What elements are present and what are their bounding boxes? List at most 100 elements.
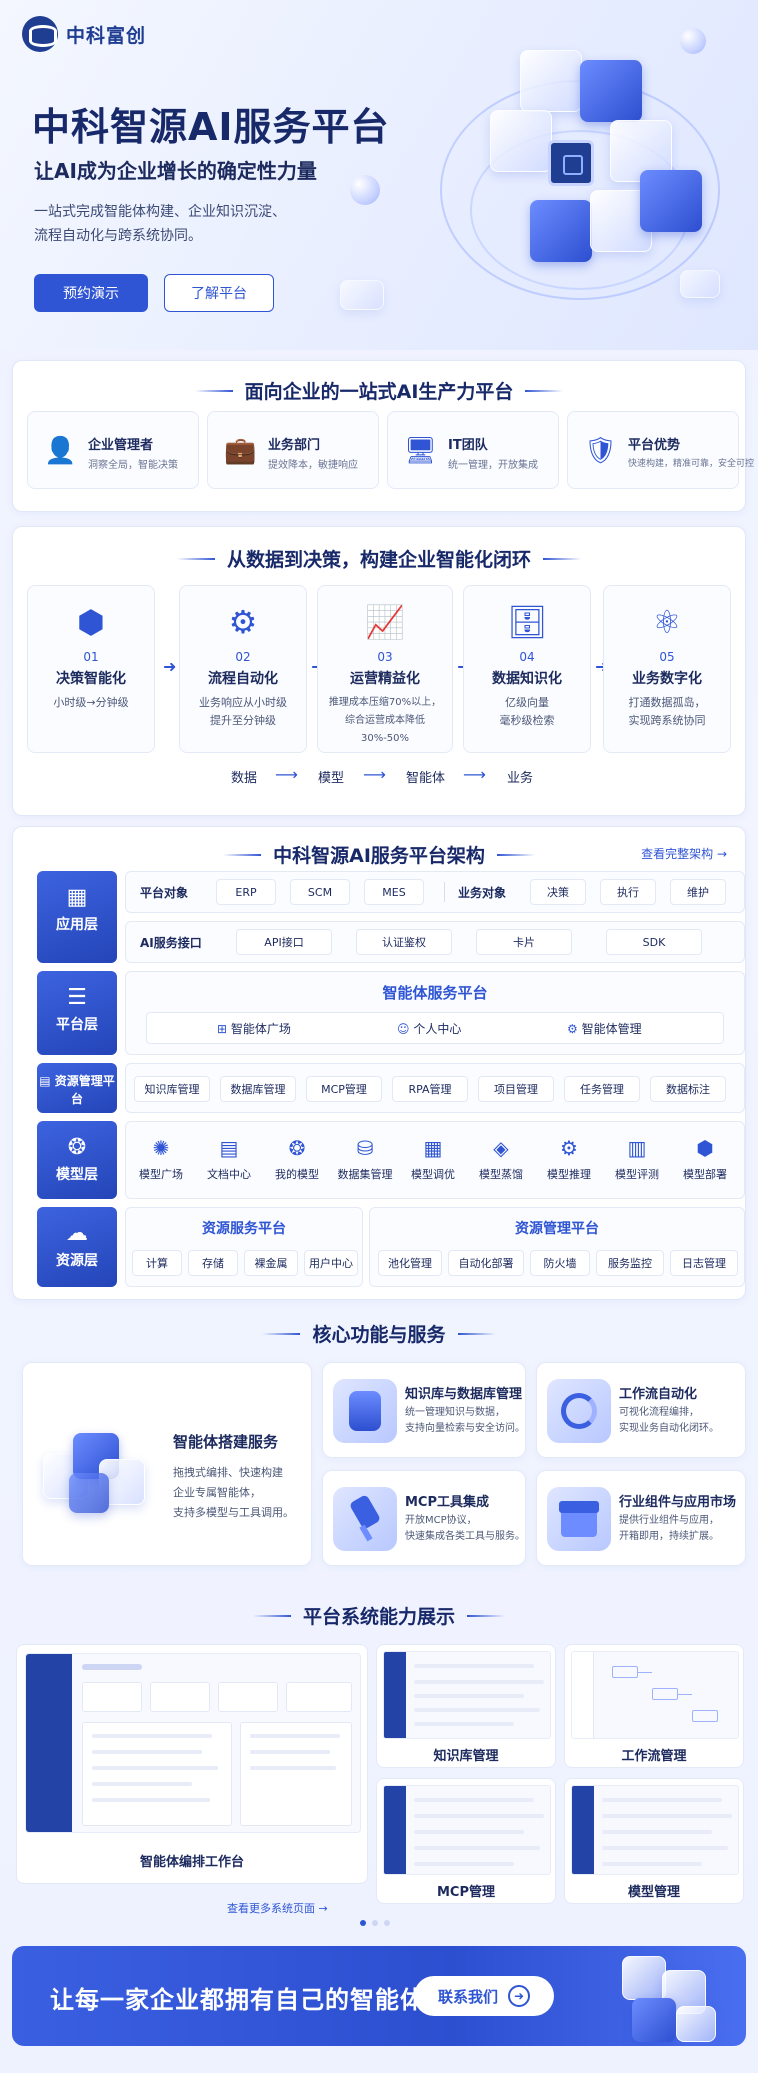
pill-mes[interactable]: MES <box>364 879 424 905</box>
pill-rpa-manage[interactable]: RPA管理 <box>392 1076 468 1102</box>
molecule-icon: ✺ <box>152 1136 170 1160</box>
contact-us-button[interactable]: 联系我们 ➜ <box>414 1976 554 2016</box>
pill-sdk[interactable]: SDK <box>606 929 702 955</box>
feature-card-market[interactable]: 行业组件与应用市场 提供行业组件与应用，开箱即用，持续扩展。 <box>536 1470 746 1566</box>
agent-square-item[interactable]: ⊞ 智能体广场 <box>217 1022 291 1036</box>
user-manager-icon: 👤 <box>44 436 77 466</box>
screenshot-knowledge-base[interactable]: 知识库管理 <box>376 1644 556 1768</box>
database-search-icon: 🗄 <box>507 603 548 641</box>
pill-api[interactable]: API接口 <box>236 929 332 955</box>
screenshot-mcp[interactable]: MCP管理 <box>376 1778 556 1904</box>
step-card-5[interactable]: ⚛ 05 业务数字化 打通数据孤岛，实现跨系统协同 <box>603 585 731 753</box>
feature-card-knowledge-db[interactable]: 知识库与数据库管理 统一管理知识与数据，支持向量检索与安全访问。 <box>322 1362 526 1458</box>
carousel-dot[interactable] <box>372 1920 378 1926</box>
resource-mgmt-layer-body: 知识库管理 数据库管理 MCP管理 RPA管理 项目管理 任务管理 数据标注 <box>125 1063 745 1113</box>
model-item-dataset[interactable]: ⛁数据集管理 <box>332 1136 398 1182</box>
carousel-dots <box>360 1920 390 1926</box>
model-item-infer[interactable]: ⚙模型推理 <box>536 1136 602 1182</box>
feature-title: 智能体搭建服务 <box>173 1433 279 1451</box>
pill-execute[interactable]: 执行 <box>600 879 656 905</box>
pill-user-center[interactable]: 用户中心 <box>304 1250 358 1276</box>
pill-auth[interactable]: 认证鉴权 <box>356 929 452 955</box>
hero-section: 中科富创 中科智源AI服务平台 让AI成为企业增长的确定性力量 一站式完成智能体… <box>0 0 758 350</box>
brand-logo[interactable]: 中科富创 <box>22 16 146 52</box>
pill-bare-metal[interactable]: 裸金属 <box>244 1250 298 1276</box>
step-card-2[interactable]: ⚙ 02 流程自动化 业务响应从小时级提升至分钟级 <box>179 585 307 753</box>
screenshot-workflow[interactable]: 工作流管理 <box>564 1644 744 1768</box>
pill-card[interactable]: 卡片 <box>476 929 572 955</box>
pill-firewall[interactable]: 防火墙 <box>530 1250 590 1276</box>
brain-icon: ❂ <box>67 1135 87 1160</box>
pill-scm[interactable]: SCM <box>290 879 350 905</box>
shield-check-icon: 🛡 <box>584 436 618 466</box>
model-item-tune[interactable]: ▦模型调优 <box>400 1136 466 1182</box>
pill-erp[interactable]: ERP <box>216 879 276 905</box>
arrow-right-icon: → <box>318 1902 328 1915</box>
feature-title: 行业组件与应用市场 <box>619 1495 737 1510</box>
feature-card-agent-build[interactable]: 智能体搭建服务 拖拽式编排、快速构建企业专属智能体，支持多模型与工具调用。 <box>22 1362 312 1566</box>
step-card-1[interactable]: ⬢ 01 决策智能化 小时级→分钟级 <box>27 585 155 753</box>
agent-manage-item[interactable]: ⚙ 智能体管理 <box>567 1022 642 1036</box>
pill-kb-manage[interactable]: 知识库管理 <box>134 1076 210 1102</box>
pill-mcp-manage[interactable]: MCP管理 <box>306 1076 382 1102</box>
section-system-showcase: 平台系统能力展示 智能体编排工作台 <box>12 1602 746 1932</box>
section-title: 面向企业的一站式AI生产力平台 <box>13 377 745 404</box>
model-item-deploy[interactable]: ⬢模型部署 <box>672 1136 738 1182</box>
network-icon: ⚛ <box>652 603 682 641</box>
more-pages-link[interactable]: 查看更多系统页面 → <box>227 1902 328 1915</box>
role-card-manager[interactable]: 👤 企业管理者 洞察全局，智能决策 <box>27 411 199 489</box>
view-full-architecture-link[interactable]: 查看完整架构 → <box>641 847 727 861</box>
pill-data-label[interactable]: 数据标注 <box>650 1076 726 1102</box>
workflow-cycle-icon <box>547 1379 611 1443</box>
pill-monitor[interactable]: 服务监控 <box>596 1250 664 1276</box>
pill-storage[interactable]: 存储 <box>188 1250 238 1276</box>
pill-db-manage[interactable]: 数据库管理 <box>220 1076 296 1102</box>
screenshot-caption: 模型管理 <box>627 1885 680 1900</box>
database-icon: ▤ <box>39 1074 51 1088</box>
pill-decision[interactable]: 决策 <box>530 879 586 905</box>
pill-auto-deploy[interactable]: 自动化部署 <box>448 1250 524 1276</box>
screenshot-agent-workbench[interactable]: 智能体编排工作台 <box>16 1644 368 1884</box>
model-item-square[interactable]: ✺模型广场 <box>128 1136 194 1182</box>
step-card-4[interactable]: 🗄 04 数据知识化 亿级向量毫秒级检索 <box>463 585 591 753</box>
store-icon <box>547 1487 611 1551</box>
model-item-mine[interactable]: ❂我的模型 <box>264 1136 330 1182</box>
hero-cube-illustration <box>340 20 730 320</box>
pill-maintain[interactable]: 维护 <box>670 879 726 905</box>
role-card-advantage[interactable]: 🛡 平台优势 快速构建，精准可靠，安全可控 <box>567 411 754 489</box>
feature-card-workflow[interactable]: 工作流自动化 可视化流程编排，实现业务自动化闭环。 <box>536 1362 746 1458</box>
pill-task-manage[interactable]: 任务管理 <box>564 1076 640 1102</box>
feature-desc: 可视化流程编排，实现业务自动化闭环。 <box>619 1407 719 1434</box>
model-item-distill[interactable]: ◈模型蒸馏 <box>468 1136 534 1182</box>
pill-project-manage[interactable]: 项目管理 <box>478 1076 554 1102</box>
model-item-eval[interactable]: ▥模型评测 <box>604 1136 670 1182</box>
model-item-docs[interactable]: ▤文档中心 <box>196 1136 262 1182</box>
brand-logo-icon <box>22 16 58 52</box>
pill-log[interactable]: 日志管理 <box>670 1250 738 1276</box>
cloud-icon: ☁ <box>66 1221 88 1246</box>
gear-icon: ⚙ <box>560 1136 578 1160</box>
role-card-business[interactable]: 💼 业务部门 提效降本，敏捷响应 <box>207 411 379 489</box>
screenshot-model[interactable]: 模型管理 <box>564 1778 744 1904</box>
workbench-preview <box>25 1653 361 1833</box>
feature-card-mcp[interactable]: MCP工具集成 开放MCP协议，快速集成各类工具与服务。 <box>322 1470 526 1566</box>
book-demo-button[interactable]: 预约演示 <box>34 274 148 312</box>
distill-icon: ◈ <box>493 1136 509 1160</box>
learn-platform-button[interactable]: 了解平台 <box>164 274 274 312</box>
layer-label-app: ▦ 应用层 <box>37 871 117 963</box>
carousel-dot-active[interactable] <box>360 1920 366 1926</box>
section-architecture: 中科智源AI服务平台架构 查看完整架构 → ▦ 应用层 平台对象 ERP SCM… <box>12 826 746 1300</box>
pill-pooling[interactable]: 池化管理 <box>378 1250 442 1276</box>
hero-title: 中科智源AI服务平台 <box>32 105 390 149</box>
flow-item: 业务 <box>507 771 534 786</box>
section-core-features: 核心功能与服务 智能体搭建服务 拖拽式编排、快速构建企业专属智能体，支持多模型与… <box>12 1320 746 1580</box>
section-title: 从数据到决策，构建企业智能化闭环 <box>13 545 745 572</box>
section-title: 平台系统能力展示 <box>12 1602 746 1629</box>
carousel-dot[interactable] <box>384 1920 390 1926</box>
user-icon: ☺ <box>397 1022 410 1036</box>
arrow-right-icon: ⟶ <box>463 765 486 784</box>
pill-compute[interactable]: 计算 <box>132 1250 182 1276</box>
role-card-it[interactable]: 🖥 IT团队 统一管理，开放集成 <box>387 411 559 489</box>
personal-center-item[interactable]: ☺ 个人中心 <box>397 1022 462 1036</box>
